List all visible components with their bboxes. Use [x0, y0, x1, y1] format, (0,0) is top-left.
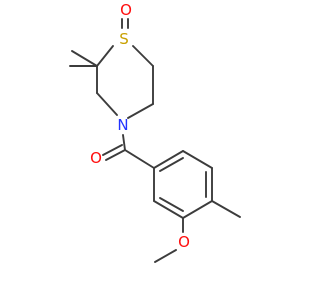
molecule-diagram: S O N O O	[69, 1, 241, 263]
bond-ar1-ar2	[153, 150, 184, 169]
bond-carbonyl-c-ring	[124, 149, 155, 169]
bond-c6-s	[132, 45, 154, 67]
atom-label-layer: S O N O O	[90, 1, 190, 251]
atom-sulfur: S	[119, 30, 129, 48]
bond-n-c5	[127, 103, 154, 119]
bond-ar5-ar6	[153, 200, 184, 219]
bond-ar1-ar2-inner	[159, 157, 184, 172]
bond-layer	[69, 18, 241, 263]
atom-carbonyl-oxygen: O	[90, 149, 102, 167]
bond-s-c2	[96, 45, 114, 67]
bond-c3-n	[96, 92, 118, 116]
atom-sulfoxide-oxygen: O	[120, 1, 132, 19]
bond-ar2-ar3	[182, 150, 213, 169]
bond-n-carbonyl-c	[122, 134, 126, 151]
bond-ar4-methyl	[211, 200, 241, 218]
bond-carbonyl-co-a	[105, 149, 126, 161]
bond-c2-methyl-a	[71, 50, 98, 67]
atom-methoxy-oxygen: O	[178, 233, 190, 251]
bond-ar5-ar6-inner	[159, 197, 184, 212]
atom-nitrogen: N	[117, 116, 128, 134]
bond-o-methyl	[154, 249, 177, 263]
bond-carbonyl-co-b	[102, 144, 123, 156]
bond-ar4-ar5	[182, 200, 213, 219]
